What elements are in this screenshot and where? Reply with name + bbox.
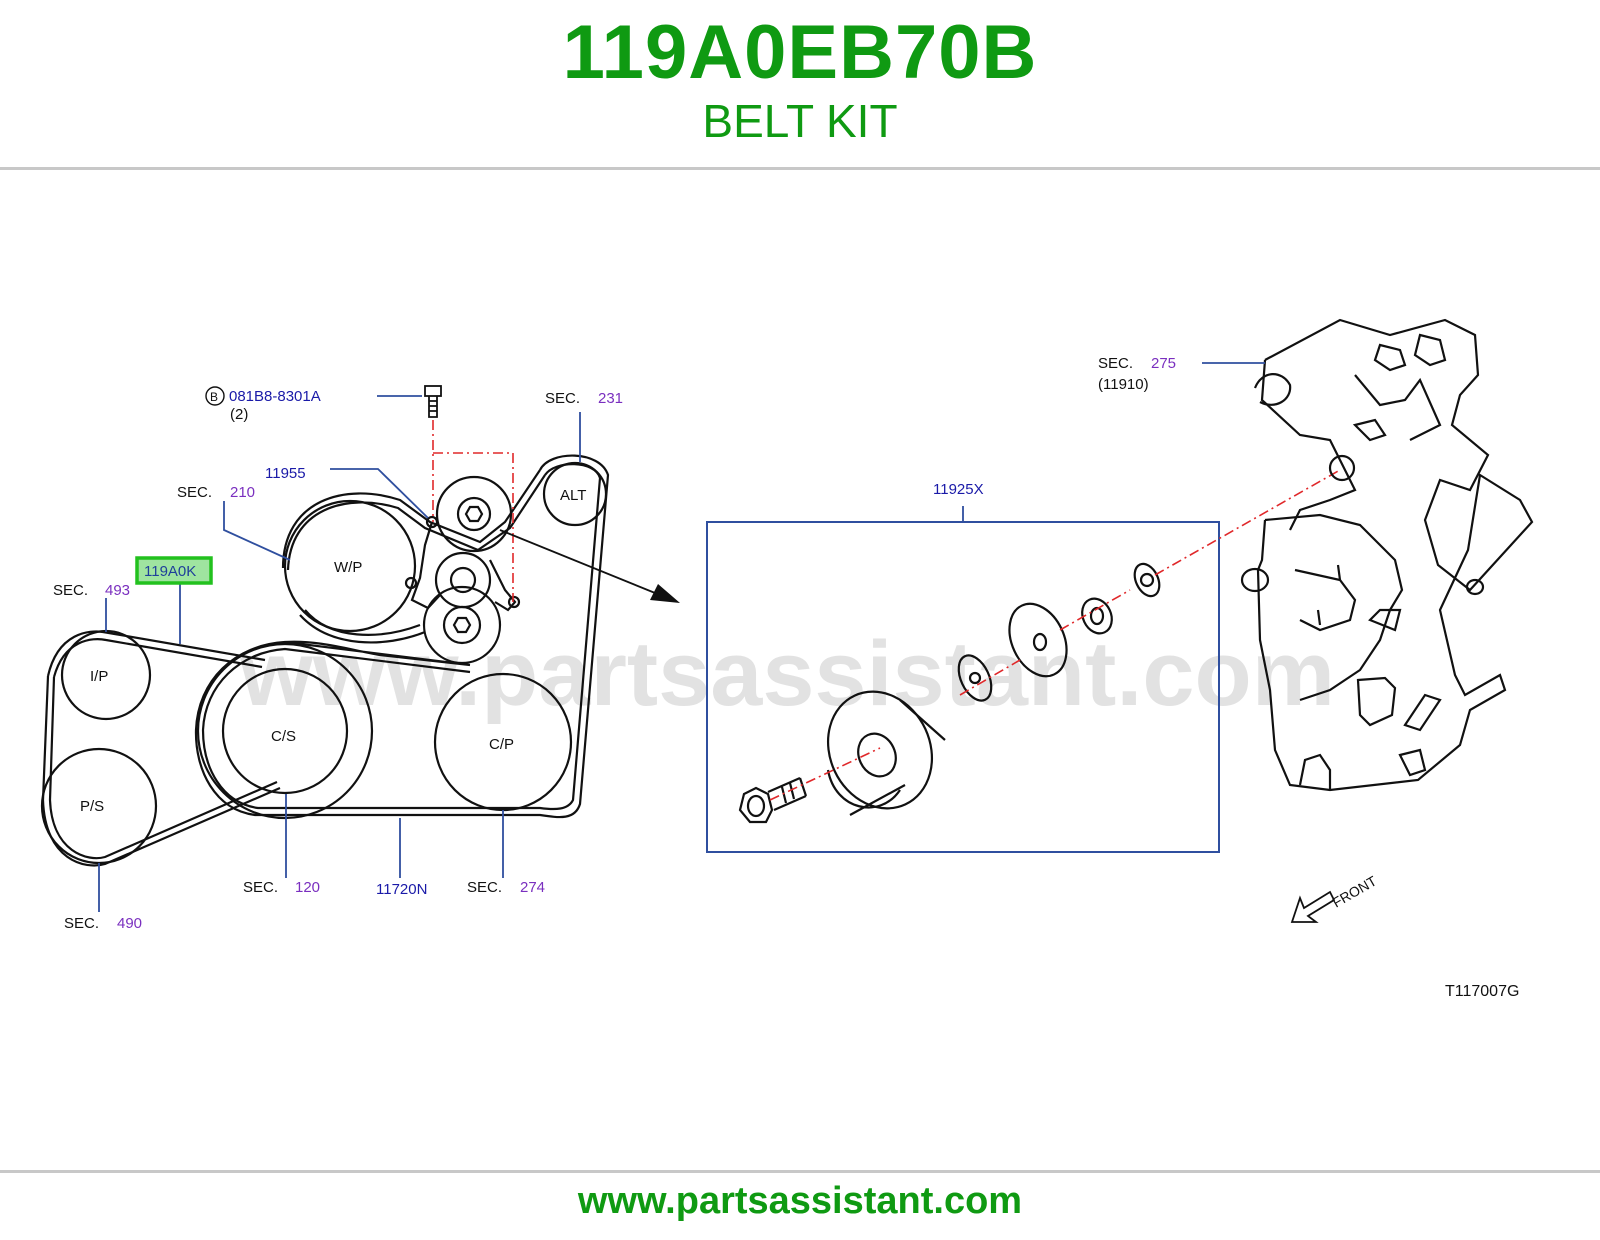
lower-idler-hub	[442, 605, 482, 645]
circle-b-icon	[205, 386, 225, 406]
upper-idler-bolt	[464, 505, 484, 523]
bolt-qty: (2)	[230, 406, 248, 423]
watermark-text: www.partsassistant.com	[239, 623, 1335, 725]
exploded-parts	[738, 562, 1161, 824]
serpentine-belt	[41, 454, 610, 867]
sec-label-bracket: SEC.	[1098, 355, 1133, 372]
part-label-tensioner[interactable]: 11955	[265, 465, 306, 482]
wp-pulley	[283, 499, 417, 633]
section-number-cp[interactable]: 274	[520, 879, 545, 896]
circle-b-letter: B	[210, 390, 218, 404]
sec-label-cs: SEC.	[243, 879, 278, 896]
footer-divider	[0, 1170, 1600, 1173]
cs-pulley-outer	[196, 642, 374, 820]
part-label-belt[interactable]: 11720N	[376, 881, 427, 898]
part-number-title: 119A0EB70B	[562, 10, 1038, 95]
pulley-label-cp: C/P	[489, 736, 514, 753]
left-leader-lines	[98, 395, 581, 912]
tensioner-bracket	[410, 521, 517, 612]
highlighted-part-label[interactable]: 119A0K	[144, 563, 196, 580]
pulley-label-ip: I/P	[90, 668, 108, 685]
highlighted-part-box[interactable]	[135, 556, 213, 585]
upper-idler-hub	[456, 496, 492, 532]
footer-website-link[interactable]: www.partsassistant.com	[577, 1180, 1023, 1222]
explode-arrow	[499, 529, 680, 603]
page-header: 119A0EB70B BELT KIT	[0, 0, 1600, 168]
pulley-label-cs: C/S	[271, 728, 296, 745]
sec-label-alt: SEC.	[545, 390, 580, 407]
left-centerlines	[432, 420, 514, 602]
bracket-hole-1	[425, 515, 439, 529]
cs-pulley	[221, 667, 349, 795]
belt-routing-diagram	[40, 454, 610, 867]
sec-label-cp: SEC.	[467, 879, 502, 896]
kit-washer	[957, 654, 993, 702]
pulley-kit-box: 11925X	[706, 481, 1220, 853]
part-description-title: BELT KIT	[702, 95, 898, 147]
leader-tensioner	[330, 468, 429, 519]
kit-centerline	[769, 469, 1341, 801]
sec-label-wp: SEC.	[177, 484, 212, 501]
section-number-alt[interactable]: 231	[598, 390, 623, 407]
section-number-wp[interactable]: 210	[230, 484, 255, 501]
centerline-box	[433, 452, 514, 602]
tensioner-hub	[449, 566, 477, 594]
part-label-bolt: 081B8-8301A	[229, 388, 321, 405]
header-divider	[0, 167, 1600, 170]
bolt-icon	[424, 385, 442, 418]
section-number-ip[interactable]: 493	[105, 582, 130, 599]
image-code: T117007G	[1445, 983, 1519, 1000]
sec-label-ip: SEC.	[53, 582, 88, 599]
parts-diagram: www.partsassistant.com	[40, 318, 1534, 1000]
kit-idler-pulley	[826, 690, 946, 816]
part-label-bracket: (11910)	[1098, 376, 1149, 393]
left-labels: B 081B8-8301A (2) SEC. 231 11955 SEC. 21…	[53, 386, 623, 932]
bracket-drawing	[1240, 318, 1534, 792]
front-arrow-icon	[1290, 890, 1336, 923]
part-label-pulley-kit[interactable]: 11925X	[933, 481, 984, 498]
pulley-label-wp: W/P	[334, 559, 362, 576]
bracket-hole-2	[507, 595, 521, 609]
leader-wp	[223, 501, 291, 561]
pulley-label-ps: P/S	[80, 798, 104, 815]
serpentine-belt-inner	[48, 463, 602, 860]
kit-clip	[1133, 562, 1161, 598]
section-number-ps[interactable]: 490	[117, 915, 142, 932]
section-number-cs[interactable]: 120	[295, 879, 320, 896]
front-label: FRONT	[1330, 872, 1380, 910]
sec-label-ps: SEC.	[64, 915, 99, 932]
belt-wp-section	[281, 469, 546, 644]
bracket-hole-3	[404, 576, 418, 590]
pulley-label-alt: ALT	[560, 487, 586, 504]
kit-bolt	[738, 776, 808, 824]
tensioner-pulley	[434, 551, 492, 609]
lower-idler-bolt	[452, 616, 472, 634]
section-number-bracket[interactable]: 275	[1151, 355, 1176, 372]
